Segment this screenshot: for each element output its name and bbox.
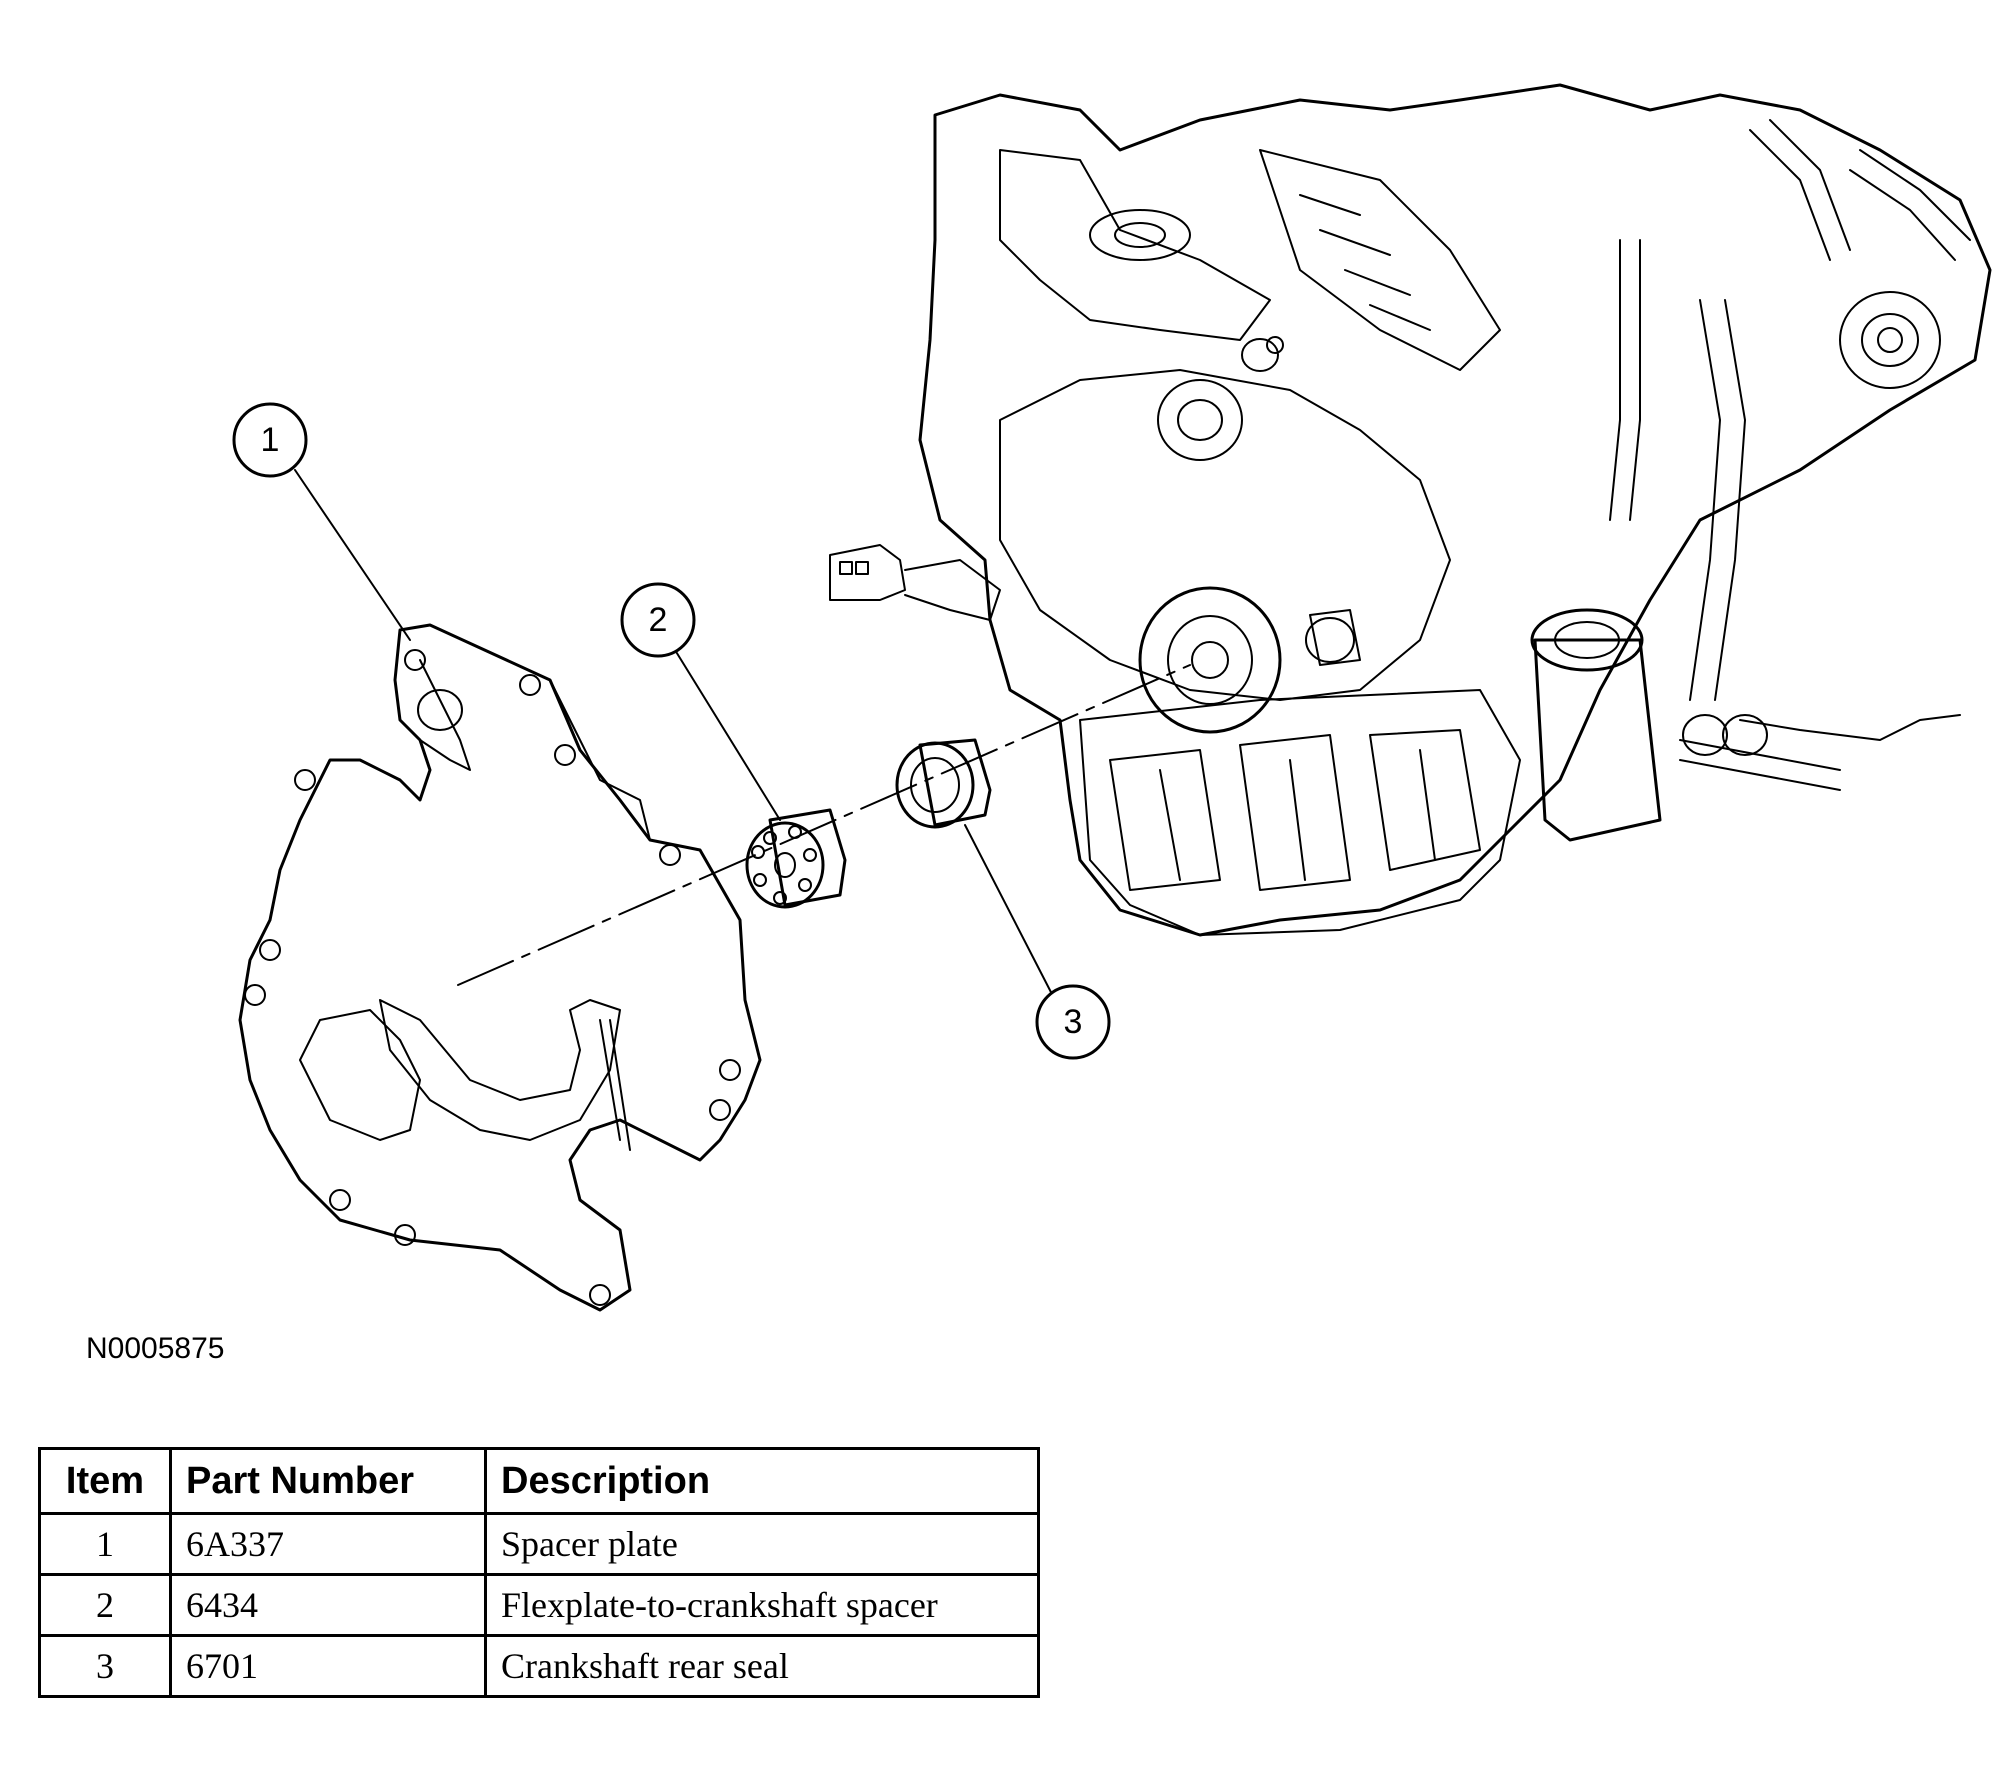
row-part-number: 6434 bbox=[169, 1573, 487, 1637]
parts-table: Item Part Number Description 1 6A337 Spa… bbox=[38, 1447, 1040, 1698]
header-description: Description bbox=[484, 1447, 1040, 1515]
table-row: 1 6A337 Spacer plate bbox=[38, 1512, 1040, 1576]
header-item: Item bbox=[38, 1447, 172, 1515]
callout-1-leader bbox=[294, 469, 411, 641]
row-item: 2 bbox=[38, 1573, 172, 1637]
crankshaft-rear-seal-illustration bbox=[895, 738, 992, 829]
figure-id: N0005875 bbox=[86, 1332, 225, 1365]
table-row: 3 6701 Crankshaft rear seal bbox=[38, 1634, 1040, 1698]
table-row: 2 6434 Flexplate-to-crankshaft spacer bbox=[38, 1573, 1040, 1637]
callout-1: 1 bbox=[232, 402, 308, 478]
callout-3-leader bbox=[964, 824, 1056, 1001]
row-part-number: 6A337 bbox=[169, 1512, 487, 1576]
callout-2: 2 bbox=[620, 582, 696, 658]
callout-3: 3 bbox=[1035, 984, 1111, 1060]
row-description: Crankshaft rear seal bbox=[484, 1634, 1040, 1698]
callout-3-label: 3 bbox=[1064, 1003, 1083, 1041]
crankshaft-centerline bbox=[457, 664, 1191, 986]
callout-2-leader bbox=[674, 649, 781, 821]
engine-block-illustration bbox=[829, 83, 1992, 937]
row-item: 3 bbox=[38, 1634, 172, 1698]
row-part-number: 6701 bbox=[169, 1634, 487, 1698]
table-header-row: Item Part Number Description bbox=[38, 1447, 1040, 1515]
exploded-view-diagram: 1 2 3 bbox=[232, 83, 1992, 1312]
flexplate-spacer-illustration bbox=[745, 808, 847, 909]
callout-2-label: 2 bbox=[649, 601, 668, 639]
row-description: Flexplate-to-crankshaft spacer bbox=[484, 1573, 1040, 1637]
spacer-plate-illustration bbox=[238, 623, 762, 1312]
header-part-number: Part Number bbox=[169, 1447, 487, 1515]
row-item: 1 bbox=[38, 1512, 172, 1576]
row-description: Spacer plate bbox=[484, 1512, 1040, 1576]
callout-1-label: 1 bbox=[261, 421, 280, 459]
